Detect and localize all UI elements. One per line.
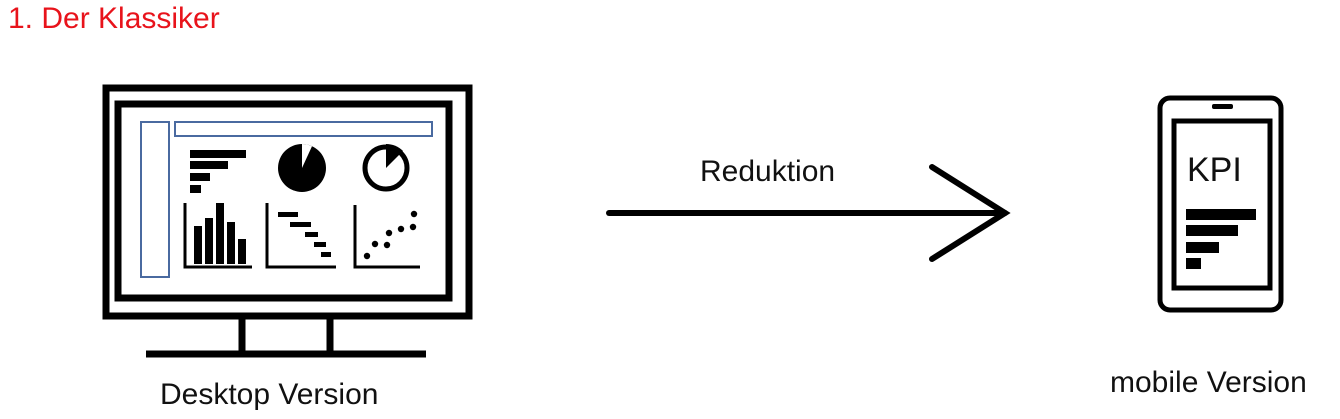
desktop-monitor-icon (102, 84, 473, 358)
desktop-version-label: Desktop Version (160, 378, 379, 411)
mobile-phone-icon: KPI (1157, 95, 1284, 313)
phone-body (1157, 95, 1284, 313)
gantt-chart-icon (265, 203, 336, 269)
arrow-label: Reduktion (700, 155, 836, 188)
scatter-chart-icon (353, 205, 420, 269)
dashboard-topbar (174, 121, 433, 137)
pie-chart-icon (278, 144, 326, 192)
phone-screen (1171, 118, 1273, 291)
horizontal-bar-icon (190, 150, 246, 193)
ring-chart-icon (362, 143, 410, 192)
kpi-label: KPI (1187, 151, 1242, 189)
phone-speaker (1212, 104, 1233, 109)
dashboard-sidebar (140, 121, 170, 278)
reduction-arrow-icon (606, 164, 1011, 262)
horizontal-bar-icon (1186, 209, 1256, 269)
page-title: 1. Der Klassiker (8, 2, 220, 35)
mobile-version-label: mobile Version (1110, 366, 1307, 399)
monitor-outer-frame (102, 84, 473, 320)
monitor-screen-frame (114, 100, 453, 302)
column-chart-icon (183, 203, 252, 269)
dashboard-mockup (140, 121, 433, 278)
